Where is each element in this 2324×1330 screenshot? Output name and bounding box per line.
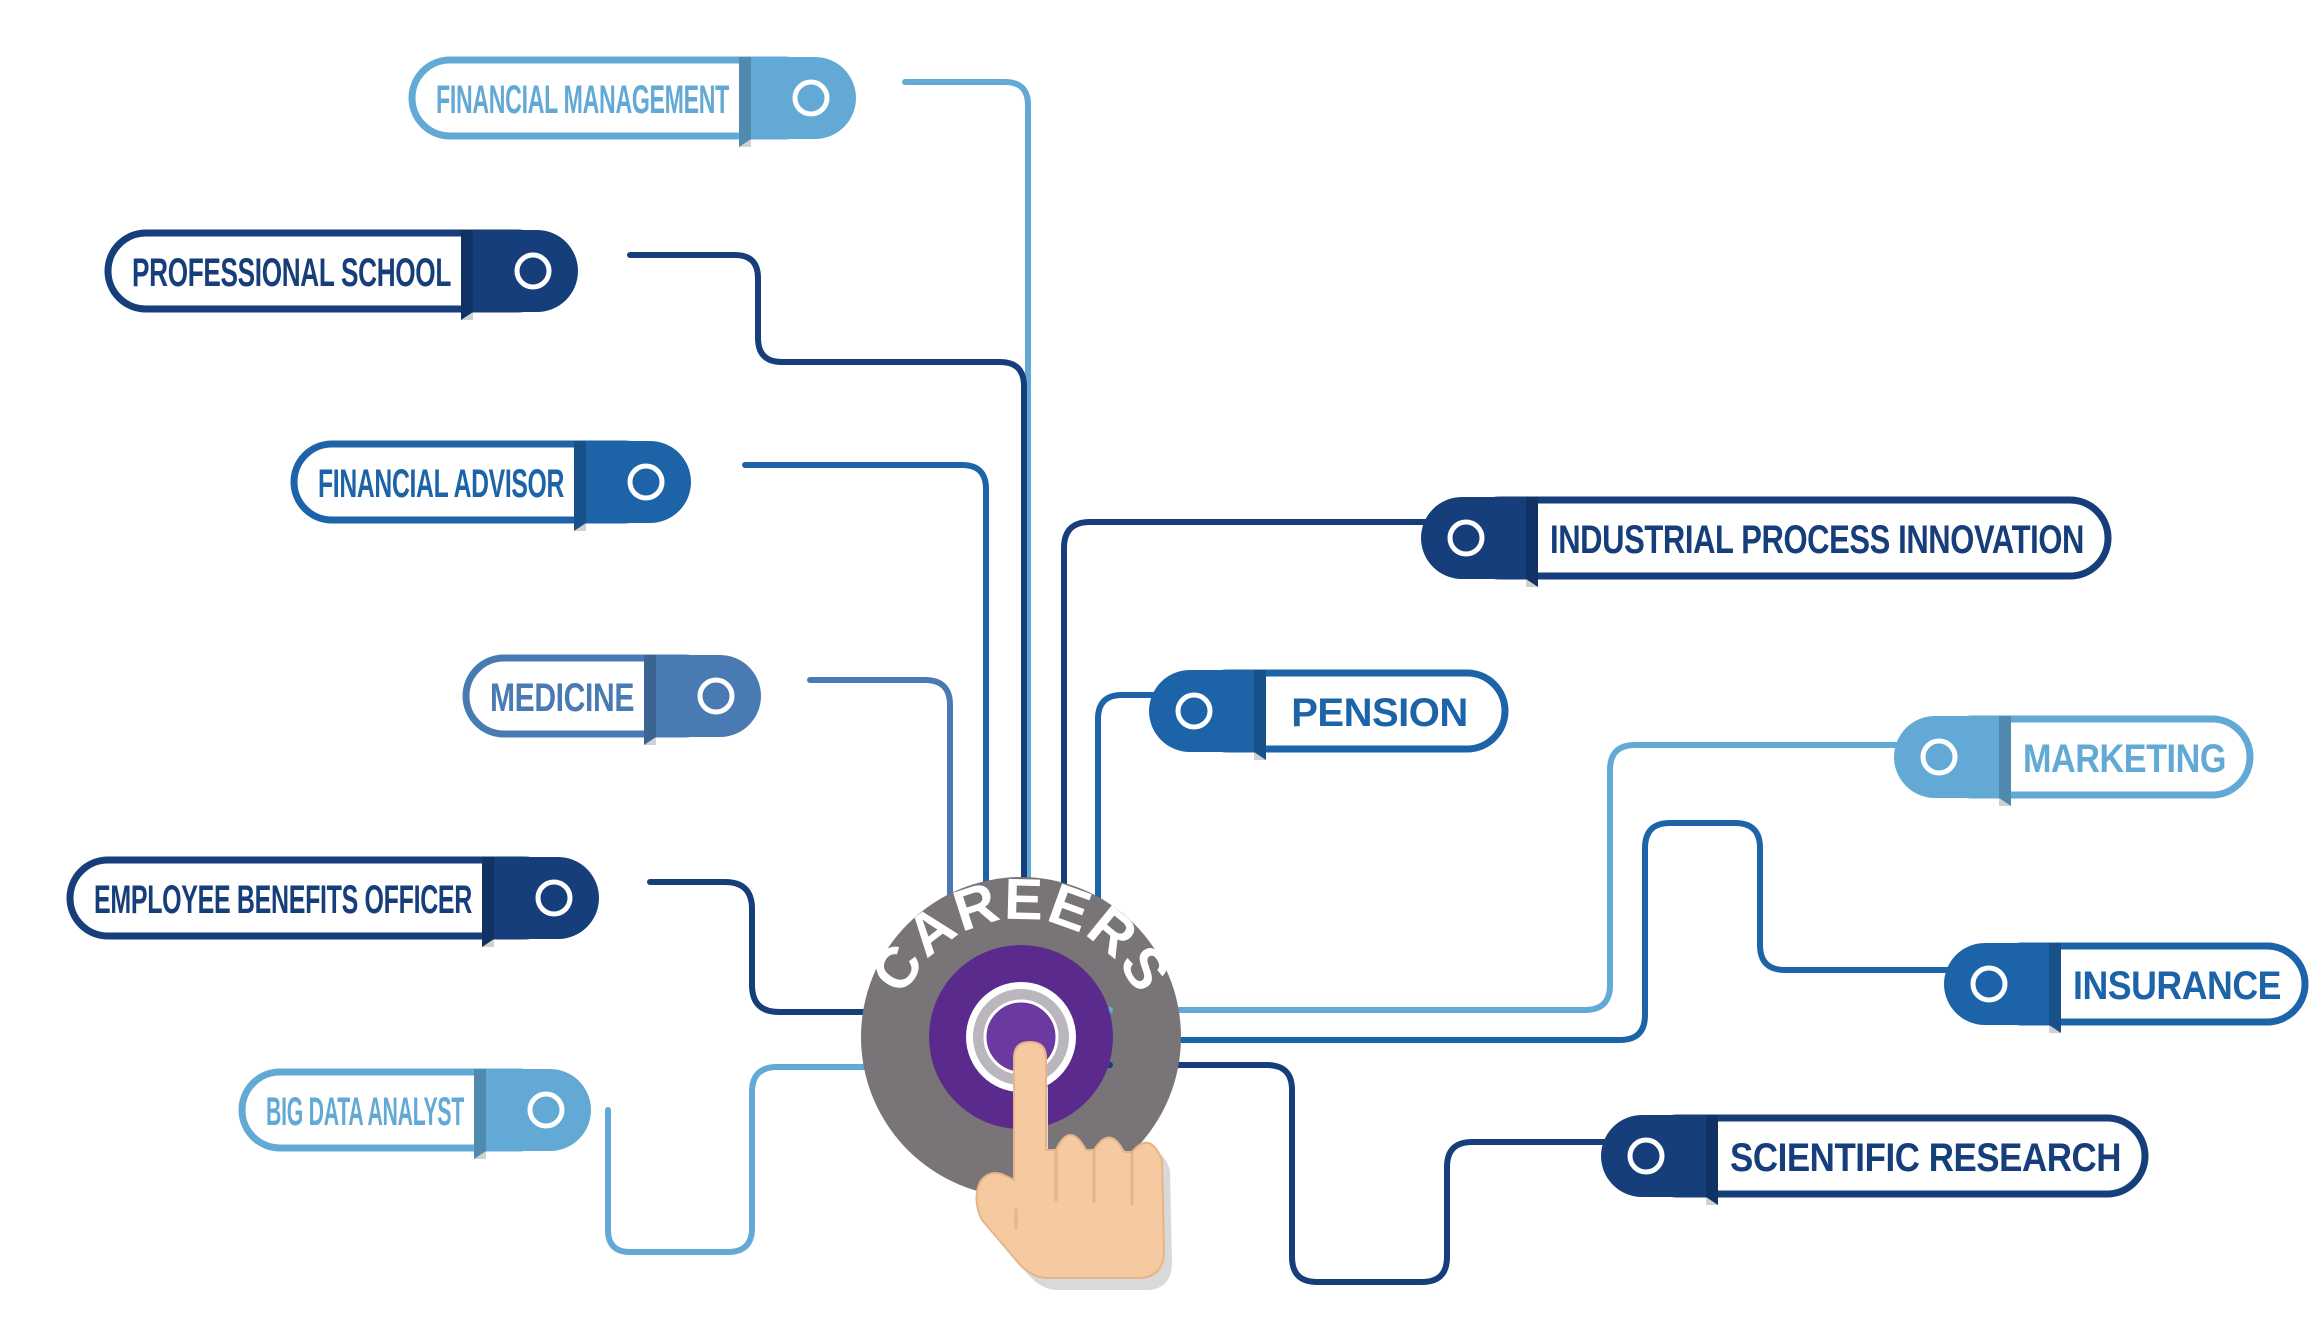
career-label: PENSION — [1291, 691, 1468, 735]
career-employee-benefits-officer[interactable]: EMPLOYEE BENEFITS OFFICER — [66, 856, 599, 947]
career-label: MEDICINE — [490, 676, 634, 720]
circle-icon — [792, 79, 830, 117]
career-tab-fold — [2049, 943, 2061, 1033]
career-scientific-research[interactable]: SCIENTIFIC RESEARCH — [1601, 1114, 2149, 1205]
careers-hub[interactable]: CAREERS — [859, 867, 1184, 1197]
circle-icon — [527, 1091, 565, 1129]
career-marketing[interactable]: MARKETING — [1894, 715, 2254, 806]
circle-icon — [627, 463, 665, 501]
career-medicine[interactable]: MEDICINE — [462, 654, 761, 745]
connector-financial-management — [902, 79, 1031, 1003]
career-tab-fold — [482, 857, 494, 947]
career-financial-advisor[interactable]: FINANCIAL ADVISOR — [290, 440, 691, 531]
career-tab-fold — [474, 1069, 486, 1159]
career-tab-fold — [1706, 1115, 1718, 1205]
connector-big-data-analyst — [605, 1064, 963, 1255]
career-financial-management[interactable]: FINANCIAL MANAGEMENT — [408, 56, 856, 147]
connector-insurance — [1107, 820, 1988, 1043]
career-big-data-analyst[interactable]: BIG DATA ANALYST — [238, 1068, 591, 1159]
connector-financial-advisor — [742, 462, 989, 1003]
career-tab-fold — [1526, 497, 1538, 587]
connector-medicine — [807, 677, 953, 1003]
circle-icon — [1627, 1137, 1665, 1175]
pointing-hand-icon — [975, 1040, 1172, 1290]
career-industrial-process-innovation[interactable]: INDUSTRIAL PROCESS INNOVATION — [1421, 496, 2112, 587]
career-tab-fold — [1999, 716, 2011, 806]
career-label: INSURANCE — [2073, 964, 2281, 1008]
career-tab-fold — [574, 441, 586, 531]
circle-icon — [514, 252, 552, 290]
career-insurance[interactable]: INSURANCE — [1944, 942, 2309, 1033]
career-tab-fold — [644, 655, 656, 745]
career-labels: FINANCIAL MANAGEMENT PROFESSIONAL SCHOOL F… — [66, 56, 2309, 1205]
connector-professional-school — [627, 252, 1027, 1003]
career-label: EMPLOYEE BENEFITS OFFICER — [94, 878, 472, 922]
career-label: MARKETING — [2023, 737, 2226, 781]
career-tab-fold — [461, 230, 473, 320]
connector-lines — [605, 79, 1988, 1285]
career-tab-fold — [1254, 670, 1266, 760]
career-label: FINANCIAL MANAGEMENT — [436, 78, 729, 122]
career-pension[interactable]: PENSION — [1149, 669, 1509, 760]
circle-icon — [535, 879, 573, 917]
circle-icon — [1920, 738, 1958, 776]
career-tab-fold — [739, 57, 751, 147]
connector-marketing — [1107, 742, 1938, 1013]
connector-industrial-process-innovation — [1061, 519, 1465, 1003]
career-label: SCIENTIFIC RESEARCH — [1730, 1136, 2121, 1180]
career-label: BIG DATA ANALYST — [266, 1090, 464, 1134]
connector-pension — [1095, 692, 1198, 1003]
connector-employee-benefits-officer — [647, 879, 963, 1015]
circle-icon — [1175, 692, 1213, 730]
connector-scientific-research — [1107, 1062, 1663, 1285]
circle-icon — [697, 677, 735, 715]
career-label: FINANCIAL ADVISOR — [318, 462, 564, 506]
career-professional-school[interactable]: PROFESSIONAL SCHOOL — [104, 229, 578, 320]
circle-icon — [1970, 965, 2008, 1003]
career-label: INDUSTRIAL PROCESS INNOVATION — [1550, 518, 2084, 562]
circle-icon — [1447, 519, 1485, 557]
career-label: PROFESSIONAL SCHOOL — [132, 251, 451, 295]
